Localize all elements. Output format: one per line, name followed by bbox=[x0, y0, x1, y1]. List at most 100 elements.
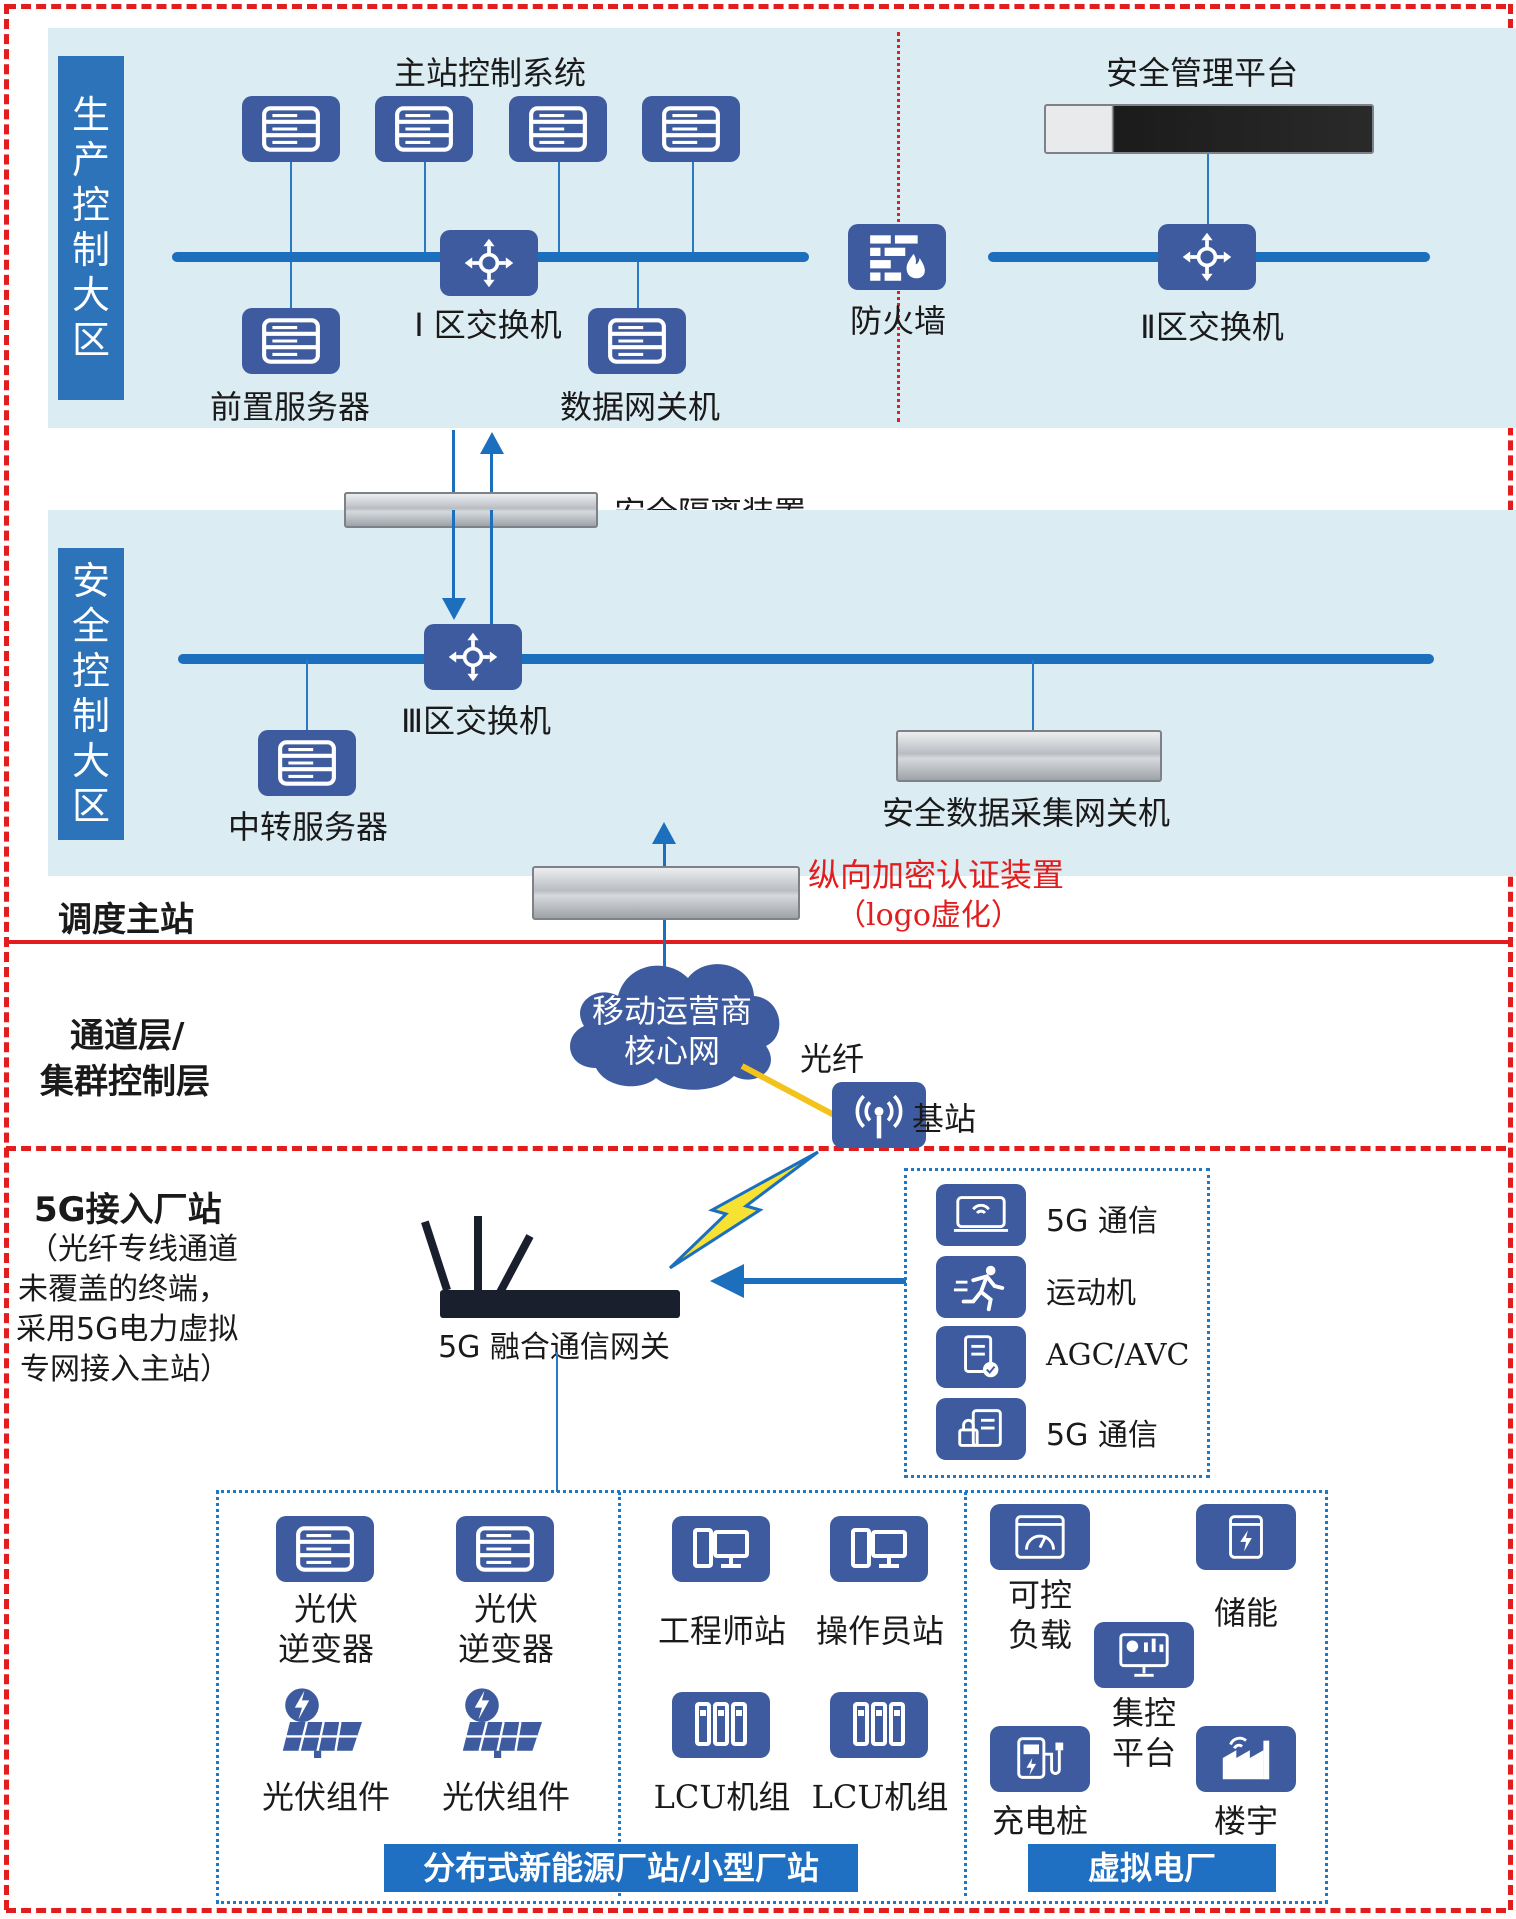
lcu-icon bbox=[830, 1692, 928, 1758]
link-server-3 bbox=[558, 150, 560, 258]
central-line-2: 平台 bbox=[1111, 1734, 1177, 1772]
lock-document-icon bbox=[936, 1398, 1026, 1460]
firewall-icon bbox=[848, 224, 946, 290]
zone3-bus bbox=[178, 654, 1434, 664]
mgmt-platform-title: 安全管理平台 bbox=[1105, 54, 1299, 92]
channel-label-2: 集群控制层 bbox=[40, 1062, 210, 1102]
mgmt-platform-device bbox=[1044, 104, 1374, 154]
access-note-1: （光纤专线通道 bbox=[28, 1232, 238, 1267]
solar-panel-icon bbox=[458, 1686, 554, 1758]
security-zone-label: 安全控制大区 bbox=[58, 548, 124, 840]
production-zone-label: 生产控制大区 bbox=[58, 56, 124, 400]
access-title: 5G接入厂站 bbox=[34, 1190, 222, 1230]
terminal-3-label: AGC/AVC bbox=[1046, 1338, 1190, 1373]
terminal-1-label: 5G 通信 bbox=[1046, 1204, 1158, 1239]
relay-server-label: 中转服务器 bbox=[227, 808, 389, 846]
workstation-icon bbox=[672, 1516, 770, 1582]
switch-2-label: Ⅱ区交换机 bbox=[1140, 308, 1284, 346]
load-line-2: 负载 bbox=[1007, 1616, 1073, 1654]
security-zone bbox=[48, 510, 1516, 876]
engineer-label: 工程师站 bbox=[657, 1612, 787, 1650]
server-icon bbox=[588, 308, 686, 374]
gateway-antenna bbox=[421, 1220, 451, 1292]
switch-icon bbox=[440, 230, 538, 296]
router-icon bbox=[936, 1184, 1026, 1246]
server-icon bbox=[509, 96, 607, 162]
access-note-4: 专网接入主站） bbox=[20, 1352, 230, 1387]
lcu-icon bbox=[672, 1692, 770, 1758]
switch-icon bbox=[424, 624, 522, 690]
channel-label-1: 通道层/ bbox=[70, 1016, 185, 1056]
charger-label: 充电桩 bbox=[991, 1802, 1089, 1840]
server-icon bbox=[642, 96, 740, 162]
encrypt-device-label: 纵向加密认证装置 bbox=[808, 856, 1065, 894]
central-line-1: 集控 bbox=[1111, 1694, 1177, 1732]
server-icon bbox=[242, 96, 340, 162]
fiber-link bbox=[740, 1063, 838, 1119]
link-server-4 bbox=[692, 150, 694, 258]
terminal-2-label: 运动机 bbox=[1046, 1276, 1136, 1311]
terminal-4-label: 5G 通信 bbox=[1046, 1418, 1158, 1453]
inverter-2-line-2: 逆变器 bbox=[457, 1630, 555, 1668]
server-icon bbox=[242, 308, 340, 374]
terminal-arrow-line bbox=[738, 1278, 906, 1284]
outer-border-left bbox=[4, 4, 9, 1910]
gauge-icon bbox=[990, 1504, 1090, 1570]
link-server-2 bbox=[424, 150, 426, 258]
link-data-gateway bbox=[637, 256, 639, 316]
switch-3-label: Ⅲ区交换机 bbox=[400, 702, 552, 740]
gateway-antenna bbox=[474, 1216, 482, 1296]
inverter-2-line-1: 光伏 bbox=[473, 1590, 539, 1628]
master-station-divider bbox=[6, 940, 1508, 944]
encrypt-device bbox=[532, 866, 800, 920]
operator-label: 操作员站 bbox=[815, 1612, 945, 1650]
link-mgmt-platform bbox=[1207, 138, 1209, 228]
battery-icon bbox=[1196, 1504, 1296, 1570]
pv-1-label: 光伏组件 bbox=[261, 1778, 391, 1816]
server-icon bbox=[258, 730, 356, 796]
vpp-banner: 虚拟电厂 bbox=[1028, 1844, 1276, 1892]
gateway-label: 5G 融合通信网关 bbox=[438, 1330, 670, 1365]
outer-border-bottom bbox=[6, 1908, 1506, 1913]
load-line-1: 可控 bbox=[1007, 1576, 1073, 1614]
cloud-line-1: 移动运营商 bbox=[591, 992, 753, 1030]
outer-border-right bbox=[1508, 4, 1513, 1910]
wireless-link-icon bbox=[668, 1150, 819, 1270]
isolation-device bbox=[344, 492, 598, 528]
lcu-2-label: LCU机组 bbox=[811, 1778, 949, 1816]
encrypt-device-note: （logo虚化） bbox=[836, 898, 1021, 933]
arrow-up-icon bbox=[652, 822, 676, 844]
link-relay-server bbox=[306, 660, 308, 736]
server-icon bbox=[375, 96, 473, 162]
isolation-down-link bbox=[452, 510, 455, 606]
firewall-label: 防火墙 bbox=[849, 302, 947, 340]
lcu-1-label: LCU机组 bbox=[653, 1778, 791, 1816]
terminal-box bbox=[904, 1168, 1210, 1478]
cloud-line-2: 核心网 bbox=[623, 1032, 721, 1070]
plant-box bbox=[216, 1490, 1328, 1904]
front-server-label: 前置服务器 bbox=[209, 388, 371, 426]
link-collect-gateway bbox=[1032, 660, 1034, 732]
server-icon bbox=[276, 1516, 374, 1582]
plant-divider bbox=[618, 1492, 621, 1896]
channel-divider bbox=[6, 1146, 1506, 1151]
link-server-1 bbox=[290, 150, 292, 320]
solar-panel-icon bbox=[278, 1686, 374, 1758]
data-gateway-label: 数据网关机 bbox=[559, 388, 721, 426]
gateway-device bbox=[440, 1290, 680, 1318]
isolation-up-link bbox=[490, 510, 493, 630]
storage-label: 储能 bbox=[1213, 1594, 1279, 1632]
gateway-antenna bbox=[494, 1234, 534, 1298]
master-station-label: 调度主站 bbox=[58, 900, 194, 940]
access-note-3: 采用5G电力虚拟 bbox=[16, 1312, 239, 1347]
vpp-divider bbox=[964, 1492, 967, 1896]
access-note-2: 未覆盖的终端， bbox=[18, 1272, 228, 1307]
runner-icon bbox=[936, 1256, 1026, 1318]
building-label: 楼宇 bbox=[1213, 1802, 1279, 1840]
building-icon bbox=[1196, 1726, 1296, 1792]
antenna-icon bbox=[832, 1082, 926, 1148]
workstation-icon bbox=[830, 1516, 928, 1582]
collect-gateway-device bbox=[896, 730, 1162, 782]
plant-banner: 分布式新能源厂站/小型厂站 bbox=[384, 1844, 858, 1892]
server-icon bbox=[456, 1516, 554, 1582]
